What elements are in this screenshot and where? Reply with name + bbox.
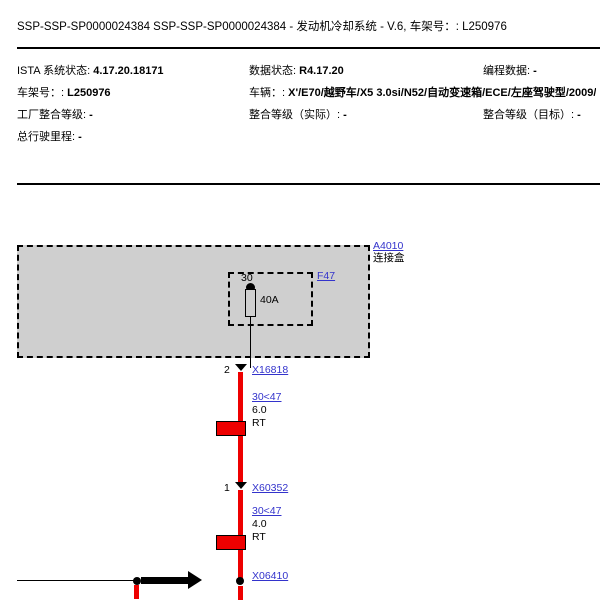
main-junction-dot-icon xyxy=(236,577,244,585)
info-label: ISTA 系统状态: xyxy=(17,65,91,77)
info-value: - xyxy=(577,109,581,121)
splice-marker-lower xyxy=(216,535,246,550)
wire-code-link-upper[interactable]: 30<47 xyxy=(252,391,282,403)
info-value: - xyxy=(78,131,82,143)
connector-link-x16818[interactable]: X16818 xyxy=(252,364,289,376)
info-cell-vin: 车架号：: L250976 xyxy=(17,84,111,100)
branch-lead-line xyxy=(17,580,137,581)
info-label: 工厂整合等级: xyxy=(17,109,87,121)
fuse-rating-label: 40A xyxy=(260,294,279,306)
info-cell-data-status: 数据状态: R4.17.20 xyxy=(249,62,344,78)
info-label: 整合等级（目标）: xyxy=(483,109,575,121)
info-cell-integration-level-target: 整合等级（目标）: - xyxy=(483,106,581,122)
branch-junction-dot-icon xyxy=(133,577,141,585)
info-label: 编程数据: xyxy=(483,65,531,77)
info-row: 工厂整合等级: - 整合等级（实际）: - 整合等级（目标）: - xyxy=(17,106,600,128)
info-cell-programming-data: 编程数据: - xyxy=(483,62,537,78)
info-value: 4.17.20.18171 xyxy=(93,65,164,77)
vehicle-info-block: ISTA 系统状态: 4.17.20.18171 数据状态: R4.17.20 … xyxy=(17,62,600,150)
info-value: - xyxy=(89,109,93,121)
wire-color-label-upper: RT xyxy=(252,417,266,429)
wire-size-label-upper: 6.0 xyxy=(252,404,267,416)
wire-size-label-lower: 4.0 xyxy=(252,518,267,530)
module-id-link[interactable]: A4010 xyxy=(373,240,404,252)
info-label: 总行驶里程: xyxy=(17,131,76,143)
info-label: 数据状态: xyxy=(249,65,297,77)
info-value: L250976 xyxy=(67,87,111,99)
fuse-output-lead xyxy=(250,316,251,368)
info-cell-total-mileage: 总行驶里程: - xyxy=(17,128,82,144)
info-cell-plant-integration-level: 工厂整合等级: - xyxy=(17,106,93,122)
info-value: X'/E70/越野车/X5 3.0si/N52/自动变速箱/ECE/左座驾驶型/… xyxy=(288,87,597,99)
continuation-arrow-head-icon xyxy=(188,571,202,589)
module-a4010-box xyxy=(17,245,370,358)
connector-pin-number-x16818: 2 xyxy=(224,364,230,376)
wire-segment-bottom xyxy=(238,586,243,600)
fuse-terminal-dot-icon xyxy=(246,283,255,292)
connector-arrow-x60352-icon xyxy=(235,482,247,489)
info-label: 车架号：: xyxy=(17,87,65,99)
info-label: 车辆：: xyxy=(249,87,286,99)
info-cell-vehicle: 车辆：: X'/E70/越野车/X5 3.0si/N52/自动变速箱/ECE/左… xyxy=(249,84,596,100)
info-value: - xyxy=(533,65,537,77)
connector-link-x60352[interactable]: X60352 xyxy=(252,482,289,494)
fuse-symbol-icon xyxy=(245,289,256,317)
connector-link-x06410[interactable]: X06410 xyxy=(252,570,289,582)
info-value: R4.17.20 xyxy=(299,65,344,77)
branch-wire-stub xyxy=(134,585,139,599)
header-divider-top xyxy=(17,47,600,49)
page-title: SSP-SSP-SP0000024384 SSP-SSP-SP000002438… xyxy=(17,21,507,33)
info-cell-integration-level-actual: 整合等级（实际）: - xyxy=(249,106,347,122)
module-name-label: 连接盒 xyxy=(373,252,405,264)
info-label: 整合等级（实际）: xyxy=(249,109,341,121)
splice-marker-upper xyxy=(216,421,246,436)
content-divider xyxy=(17,183,600,185)
fuse-f47-enclosure xyxy=(228,272,313,326)
info-row: 总行驶里程: - xyxy=(17,128,600,150)
info-value: - xyxy=(343,109,347,121)
fuse-id-link[interactable]: F47 xyxy=(317,270,336,282)
continuation-arrow-shaft-icon xyxy=(141,577,189,584)
fuse-terminal-label: 30 xyxy=(241,272,253,284)
wire-code-link-lower[interactable]: 30<47 xyxy=(252,505,282,517)
wire-color-label-lower: RT xyxy=(252,531,266,543)
info-row: ISTA 系统状态: 4.17.20.18171 数据状态: R4.17.20 … xyxy=(17,62,600,84)
connector-pin-number-x60352: 1 xyxy=(224,482,230,494)
info-cell-ista-status: ISTA 系统状态: 4.17.20.18171 xyxy=(17,62,164,78)
connector-arrow-x16818-icon xyxy=(235,364,247,371)
info-row: 车架号：: L250976 车辆：: X'/E70/越野车/X5 3.0si/N… xyxy=(17,84,600,106)
